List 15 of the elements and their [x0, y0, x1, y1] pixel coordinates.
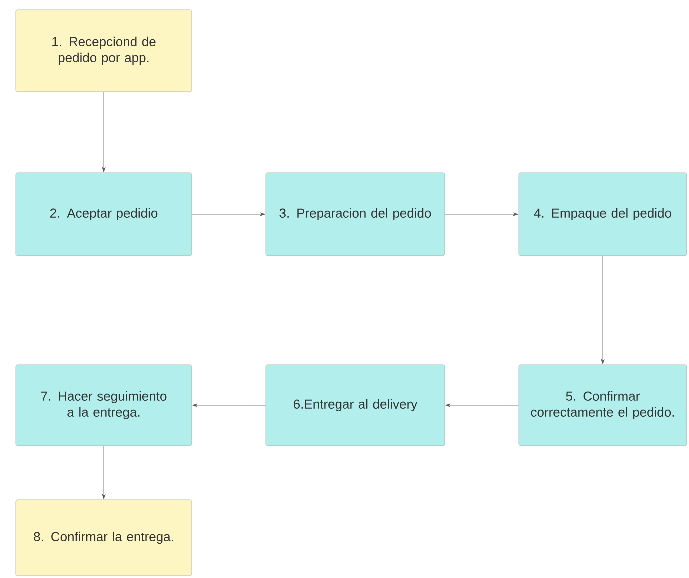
process-box: 6.Entregar al delivery: [266, 364, 446, 446]
arrow: [446, 404, 519, 408]
arrow: [102, 446, 106, 500]
process-box: 3. Preparacion del pedido: [266, 172, 446, 256]
process-box: 5. Confirmar correctamente el pedido.: [518, 364, 688, 446]
arrow: [102, 92, 106, 172]
arrow: [192, 212, 266, 216]
process-box: 4. Empaque del pedido: [518, 172, 688, 256]
arrow: [192, 404, 266, 408]
process-box: 2. Aceptar pedidio: [16, 172, 192, 256]
process-box: 8. Confirmar la entrega.: [16, 500, 192, 576]
process-box: 1. Recepciond de pedido por app.: [16, 10, 192, 92]
process-box: 7. Hacer seguimiento a la entrega.: [16, 364, 192, 446]
arrow: [601, 256, 605, 364]
arrow: [445, 212, 518, 216]
